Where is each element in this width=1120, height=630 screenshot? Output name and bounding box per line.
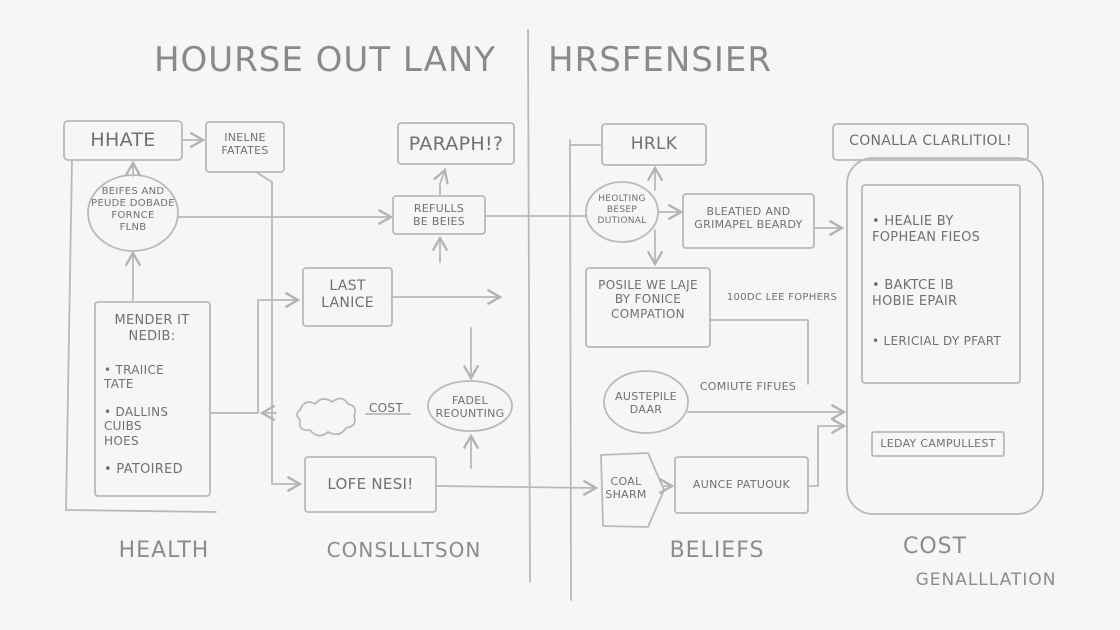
- footer-health: HEALTH: [118, 538, 210, 563]
- heolting-label: HEOLTING BESEP DUTIONAL: [597, 194, 647, 226]
- lofenest-box: [304, 456, 437, 513]
- aunce-label: AUNCE PATUOUK: [692, 478, 791, 491]
- blehied-box: [682, 193, 815, 249]
- cost-list-item: • BAKTCE IB HOBIE EPAIR: [872, 278, 958, 309]
- lofenest-label: LOFE NESI!: [327, 475, 414, 493]
- cost-cloud: [296, 397, 357, 437]
- cost-inner-panel: [861, 184, 1021, 384]
- monitor-title: MENDER IT NEDIB:: [114, 313, 190, 344]
- hrk-label: HRLK: [630, 134, 678, 154]
- leday-box: [871, 431, 1005, 457]
- beliefs-circle-label: BEIFES AND PEUDE DOBADE FORNCE FLNB: [91, 186, 175, 233]
- posile-box: [585, 267, 711, 348]
- posile-label: POSILE WE LAJE BY FONICE COMPATION: [598, 278, 698, 321]
- cost-list-item: • LERICIAL DY PFART: [872, 334, 1002, 348]
- blehied-label: BLEATIED AND GRIMAPEL BEARDY: [694, 205, 803, 232]
- comiute-label: COMIUTE FIFUES: [699, 380, 797, 393]
- paraph-label: PARAPH!?: [408, 133, 504, 155]
- arrow-results-paraph: [433, 167, 449, 197]
- conalla-label: CONALLA CLARLITIOL!: [849, 133, 1012, 149]
- hrk-box: [601, 123, 707, 166]
- hhate-label: HHATE: [90, 129, 156, 151]
- last-lance-label: LAST LANICE: [321, 278, 374, 311]
- monitor-item: • TRAIICE TATE: [104, 363, 165, 392]
- footer-beliefs: BELIEFS: [669, 538, 765, 563]
- tooc-note: 100DC LEE FOPHERS: [726, 292, 838, 303]
- inline-features-box: [205, 121, 285, 173]
- fadel-circle: [427, 380, 513, 432]
- results-beliefs-label: REFULLS BE BEIES: [412, 202, 466, 229]
- arrow-lofenest-coal: [435, 479, 599, 497]
- wire-inline-lofenest: [255, 171, 303, 493]
- coal-shape: [600, 452, 665, 528]
- arrow-to-lance: [209, 291, 301, 414]
- cost-list-item: • HEALIE BY FOPHEAN FIEOS: [872, 214, 981, 245]
- austeple-label: AUSTEPILE DAAR: [615, 390, 677, 417]
- austeple-circle: [603, 370, 689, 434]
- right-title: HRSFENSIER: [548, 40, 772, 80]
- monitor-item: • DALLINS CUIBS HOES: [104, 405, 169, 448]
- aunce-box: [674, 456, 809, 514]
- footer-consultation: CONSLLLTSON: [326, 538, 482, 562]
- footer-generalization: GENALLLATION: [915, 570, 1057, 590]
- wire-posile-right: [709, 319, 809, 385]
- monitor-box: [94, 301, 211, 497]
- monitor-item: • PATOIRED: [104, 462, 183, 477]
- leday-label: LEDAY CAMPULLEST: [880, 437, 996, 450]
- divider-right: [569, 139, 572, 601]
- fadel-label: FADEL REOUNTING: [435, 394, 505, 421]
- left-title: HOURSE OUT LANY: [153, 40, 497, 80]
- conalla-box: [832, 123, 1029, 161]
- wire-aunce-up: [807, 417, 847, 487]
- coal-label: COAL SHARM: [605, 475, 647, 502]
- health-frame: [65, 159, 217, 513]
- paraph-box: [397, 122, 515, 165]
- divider-center: [527, 29, 531, 583]
- inline-features-label: INELNE FATATES: [221, 131, 269, 158]
- footer-cost: COST: [902, 534, 968, 559]
- cost-outer-frame: [846, 157, 1044, 515]
- cost-cloud-label: COST: [369, 401, 403, 415]
